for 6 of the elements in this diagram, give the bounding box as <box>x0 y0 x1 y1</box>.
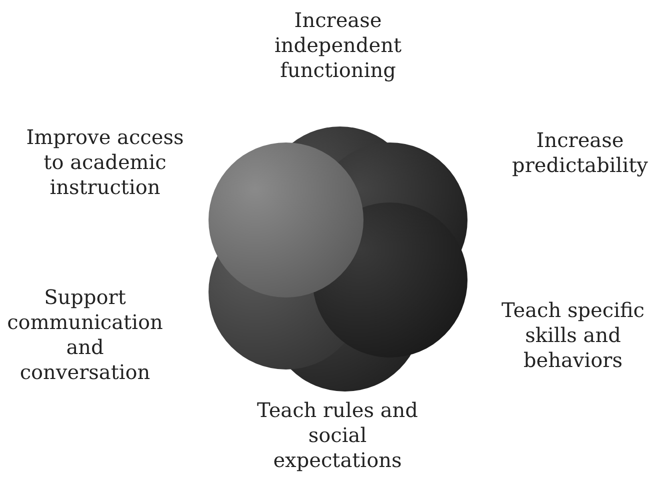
circle-caption: Increase predictability <box>511 128 649 178</box>
circle-caption: Increase independent functioning <box>274 8 402 83</box>
circle-caption: Teach specific skills and behaviors <box>500 298 646 373</box>
circle-caption: Support communication and conversation <box>6 285 164 385</box>
circle-caption: Teach rules and social expectations <box>256 398 419 473</box>
circle-caption: Improve access to academic instruction <box>25 125 185 200</box>
